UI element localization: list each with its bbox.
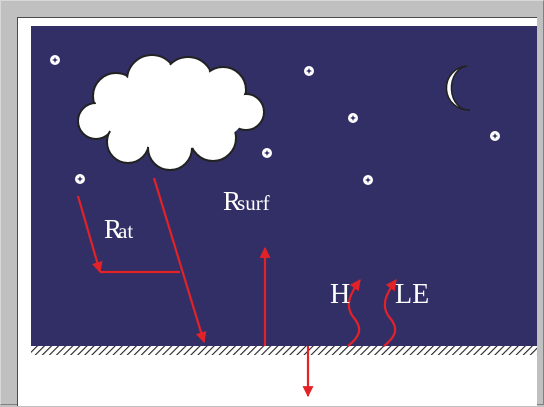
- star-icon: [490, 131, 500, 141]
- le-label: LE: [395, 279, 429, 310]
- star-icon: [304, 66, 314, 76]
- r-at-arrow-main: [152, 177, 207, 344]
- star-icon: [75, 174, 85, 184]
- cloud-icon: [77, 54, 265, 171]
- star-icon: [50, 55, 60, 65]
- stars: [50, 55, 500, 185]
- le-wavy-arrow: [383, 279, 397, 347]
- r-at-label: Rat: [104, 214, 133, 244]
- h-label: H: [330, 279, 350, 310]
- energy-balance-diagram: Rat Rsurf H LE: [31, 26, 537, 398]
- star-icon: [262, 148, 272, 158]
- star-icon: [348, 113, 358, 123]
- diagram-canvas: Rat Rsurf H LE: [17, 17, 537, 406]
- r-at-arrow-left: [76, 195, 103, 274]
- moon-icon: [445, 65, 471, 111]
- h-wavy-arrow: [347, 279, 361, 347]
- star-icon: [363, 175, 373, 185]
- ground-surface: [31, 346, 537, 355]
- r-surf-label: Rsurf: [223, 186, 270, 216]
- atmospheric-radiation-arrows: [76, 177, 207, 344]
